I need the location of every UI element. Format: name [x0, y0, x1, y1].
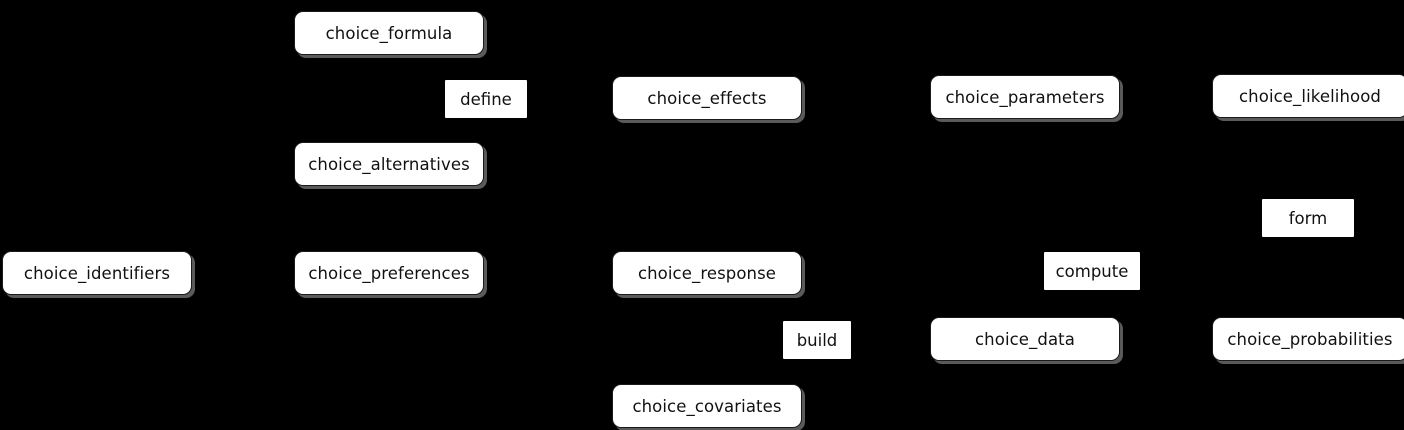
edge-label-form: form [1262, 199, 1354, 237]
edge-label-text: compute [1055, 261, 1129, 281]
node-choice_parameters[interactable]: choice_parameters [930, 75, 1120, 119]
node-choice_alternatives[interactable]: choice_alternatives [294, 142, 484, 186]
node-choice_likelihood[interactable]: choice_likelihood [1212, 74, 1404, 118]
node-label: choice_alternatives [308, 154, 470, 174]
edge-choice_parameters-to-choice_data [1024, 96, 1060, 340]
node-choice_formula[interactable]: choice_formula [294, 11, 484, 55]
node-choice_effects[interactable]: choice_effects [612, 76, 802, 120]
edge-label-text: build [796, 330, 838, 350]
node-label: choice_data [975, 329, 1075, 349]
node-label: choice_identifiers [23, 263, 171, 283]
edge-label-build: build [783, 321, 851, 359]
node-label: choice_effects [647, 88, 767, 108]
node-choice_covariates[interactable]: choice_covariates [612, 384, 802, 428]
node-label: choice_formula [325, 23, 453, 43]
node-choice_identifiers[interactable]: choice_identifiers [2, 251, 192, 295]
edge-label-text: form [1288, 208, 1328, 228]
node-label: choice_parameters [945, 87, 1105, 107]
edge-label-define: define [445, 80, 527, 118]
node-choice_data[interactable]: choice_data [930, 317, 1120, 361]
edge-label-text: define [460, 89, 512, 109]
node-label: choice_likelihood [1239, 86, 1381, 106]
node-label: choice_preferences [308, 263, 470, 283]
node-label: choice_response [637, 263, 777, 283]
node-label: choice_covariates [632, 396, 782, 416]
node-choice_preferences[interactable]: choice_preferences [294, 251, 484, 295]
node-choice_probabilities[interactable]: choice_probabilities [1212, 317, 1404, 361]
node-label: choice_probabilities [1227, 329, 1393, 349]
edge-label-compute: compute [1044, 252, 1140, 290]
node-choice_response[interactable]: choice_response [612, 251, 802, 295]
